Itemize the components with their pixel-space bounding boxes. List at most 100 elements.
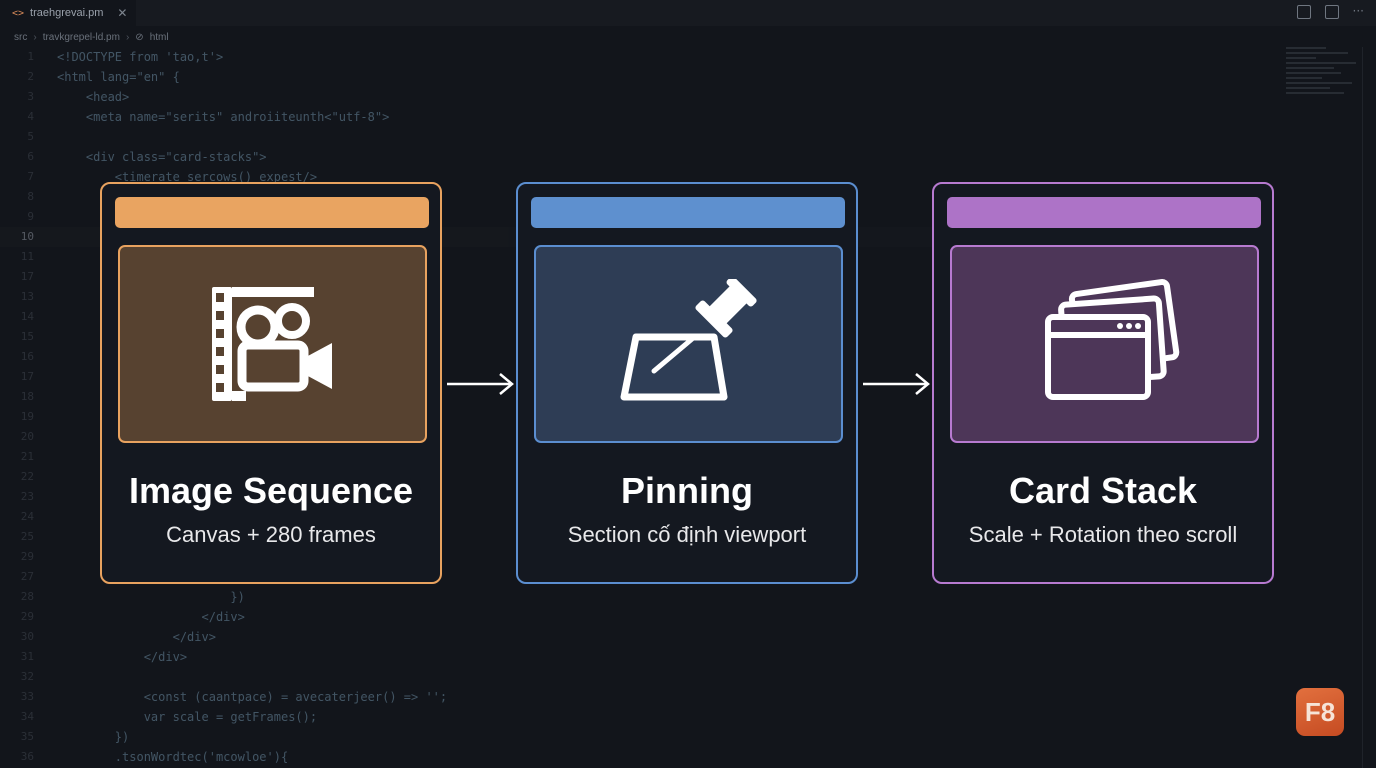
code-line[interactable]: 32 [0, 667, 1260, 687]
code-line[interactable]: 9 [0, 207, 1260, 227]
film-camera-icon [211, 287, 332, 401]
arrow-right-icon [863, 373, 930, 395]
line-number: 31 [20, 650, 34, 663]
code-line[interactable]: 15 [0, 327, 1260, 347]
code-line[interactable]: 33 <const (caantpace) = avecaterjeer() =… [0, 687, 1260, 707]
editor-tab-bar: <> traehgrevai.pm ✕ ··· [0, 0, 1376, 26]
code-text[interactable]: <meta name="serits" androiiteunth<"utf-8… [57, 110, 390, 124]
code-line[interactable]: 29 </div> [0, 607, 1260, 627]
code-line[interactable]: 28 }) [0, 587, 1260, 607]
code-line[interactable]: 27 [0, 567, 1260, 587]
code-text[interactable]: }) [57, 590, 245, 604]
card-subtitle: Scale + Rotation theo scroll [968, 522, 1238, 547]
arrow-right-icon [447, 373, 514, 395]
card-subtitle: Section cố định viewport [567, 522, 807, 547]
line-number: 10 [20, 230, 34, 243]
tab-title: traehgrevai.pm [30, 7, 104, 19]
code-text[interactable]: .tsonWordtec('mcowloe'){ [57, 750, 289, 764]
minimap[interactable] [1286, 44, 1364, 124]
code-line[interactable]: 23 [0, 487, 1260, 507]
code-brackets-icon: <> [12, 7, 25, 19]
code-line[interactable]: 20 [0, 427, 1260, 447]
code-line[interactable]: 8 [0, 187, 1260, 207]
code-line[interactable]: 17 [0, 367, 1260, 387]
card-header-bar [947, 197, 1261, 228]
code-line[interactable]: 3 <head> [0, 87, 1260, 107]
code-text[interactable]: </div> [57, 630, 216, 644]
code-line[interactable]: 6 <div class="card-stacks"> [0, 147, 1260, 167]
card-icon-panel [534, 245, 843, 443]
code-line[interactable]: 21 [0, 447, 1260, 467]
code-text[interactable]: var scale = getFrames(); [57, 710, 318, 724]
breadcrumb-item[interactable]: src [14, 31, 28, 43]
code-text[interactable]: </div> [57, 610, 245, 624]
code-line[interactable]: 19 [0, 407, 1260, 427]
more-icon[interactable]: ··· [1352, 4, 1364, 18]
code-line[interactable]: 4 <meta name="serits" androiiteunth<"utf… [0, 107, 1260, 127]
compare-icon[interactable] [1296, 5, 1311, 19]
line-number: 24 [20, 510, 34, 523]
code-text[interactable]: <!DOCTYPE from 'tao,t'> [57, 50, 224, 64]
code-text[interactable]: </div> [57, 650, 188, 664]
code-text[interactable]: <head> [57, 90, 130, 104]
line-number: 17 [20, 370, 34, 383]
code-line[interactable]: 35 }) [0, 727, 1260, 747]
code-line[interactable]: 22 [0, 467, 1260, 487]
code-line[interactable]: 18 [0, 387, 1260, 407]
code-line[interactable]: 31 </div> [0, 647, 1260, 667]
card-title: Card Stack [1008, 470, 1198, 511]
line-number: 33 [20, 690, 34, 703]
line-number: 30 [20, 630, 34, 643]
line-number: 1 [27, 50, 34, 63]
line-number: 22 [20, 470, 34, 483]
card-pinning: Pinning Section cố định viewport [516, 182, 858, 584]
line-number: 20 [20, 430, 34, 443]
card-image-sequence: Image Sequence Canvas + 280 frames [100, 182, 442, 584]
code-line[interactable]: 30 </div> [0, 627, 1260, 647]
line-number: 11 [20, 250, 34, 263]
code-line[interactable]: 5 [0, 127, 1260, 147]
line-number: 23 [20, 490, 34, 503]
line-number: 18 [20, 390, 34, 403]
scrollbar[interactable] [1362, 47, 1363, 768]
code-line[interactable]: 36 .tsonWordtec('mcowloe'){ [0, 747, 1260, 767]
line-number: 16 [20, 350, 34, 363]
code-line[interactable]: 7 <timerate sercows() expest/> [0, 167, 1260, 187]
card-subtitle: Canvas + 280 frames [166, 522, 376, 547]
breadcrumb-item[interactable]: travkgrepel-ld.pm [42, 31, 120, 43]
code-line[interactable]: 2<html lang="en" { [0, 67, 1260, 87]
card-icon-panel [118, 245, 427, 443]
line-number: 8 [27, 190, 34, 203]
line-number: 14 [20, 310, 34, 323]
card-title: Pinning [621, 470, 753, 511]
split-editor-icon[interactable] [1324, 5, 1339, 19]
code-line[interactable]: 34 var scale = getFrames(); [0, 707, 1260, 727]
line-number: 29 [20, 550, 34, 563]
stacked-windows-icon [1044, 279, 1179, 400]
line-number: 27 [20, 570, 34, 583]
code-text[interactable]: <html lang="en" { [57, 70, 180, 84]
code-text[interactable]: <timerate sercows() expest/> [57, 170, 318, 184]
card-title: Image Sequence [128, 470, 414, 511]
code-line[interactable]: 25 [0, 527, 1260, 547]
line-number: 5 [27, 130, 34, 143]
breadcrumb-item[interactable]: html [149, 31, 169, 43]
code-text[interactable]: <const (caantpace) = avecaterjeer() => '… [57, 690, 448, 704]
line-number: 7 [27, 170, 34, 183]
code-text[interactable]: }) [57, 730, 130, 744]
code-line[interactable]: 14 [0, 307, 1260, 327]
pushpin-icon [620, 279, 757, 401]
editor-tab[interactable]: <> traehgrevai.pm ✕ [0, 0, 136, 26]
line-number: 29 [20, 610, 34, 623]
line-number: 9 [27, 210, 34, 223]
code-line[interactable]: 11 [0, 247, 1260, 267]
line-number: 35 [20, 730, 34, 743]
close-icon[interactable]: ✕ [117, 6, 128, 20]
code-line[interactable]: 1 <!DOCTYPE from 'tao,t'> [0, 47, 1260, 67]
card-header-bar [115, 197, 429, 228]
breadcrumb: src › travkgrepel-ld.pm › ⊘ html [14, 29, 169, 45]
line-number: 25 [20, 530, 34, 543]
code-line[interactable]: 16 [0, 347, 1260, 367]
code-text[interactable]: <div class="card-stacks"> [57, 150, 267, 164]
line-number: 36 [20, 750, 34, 763]
